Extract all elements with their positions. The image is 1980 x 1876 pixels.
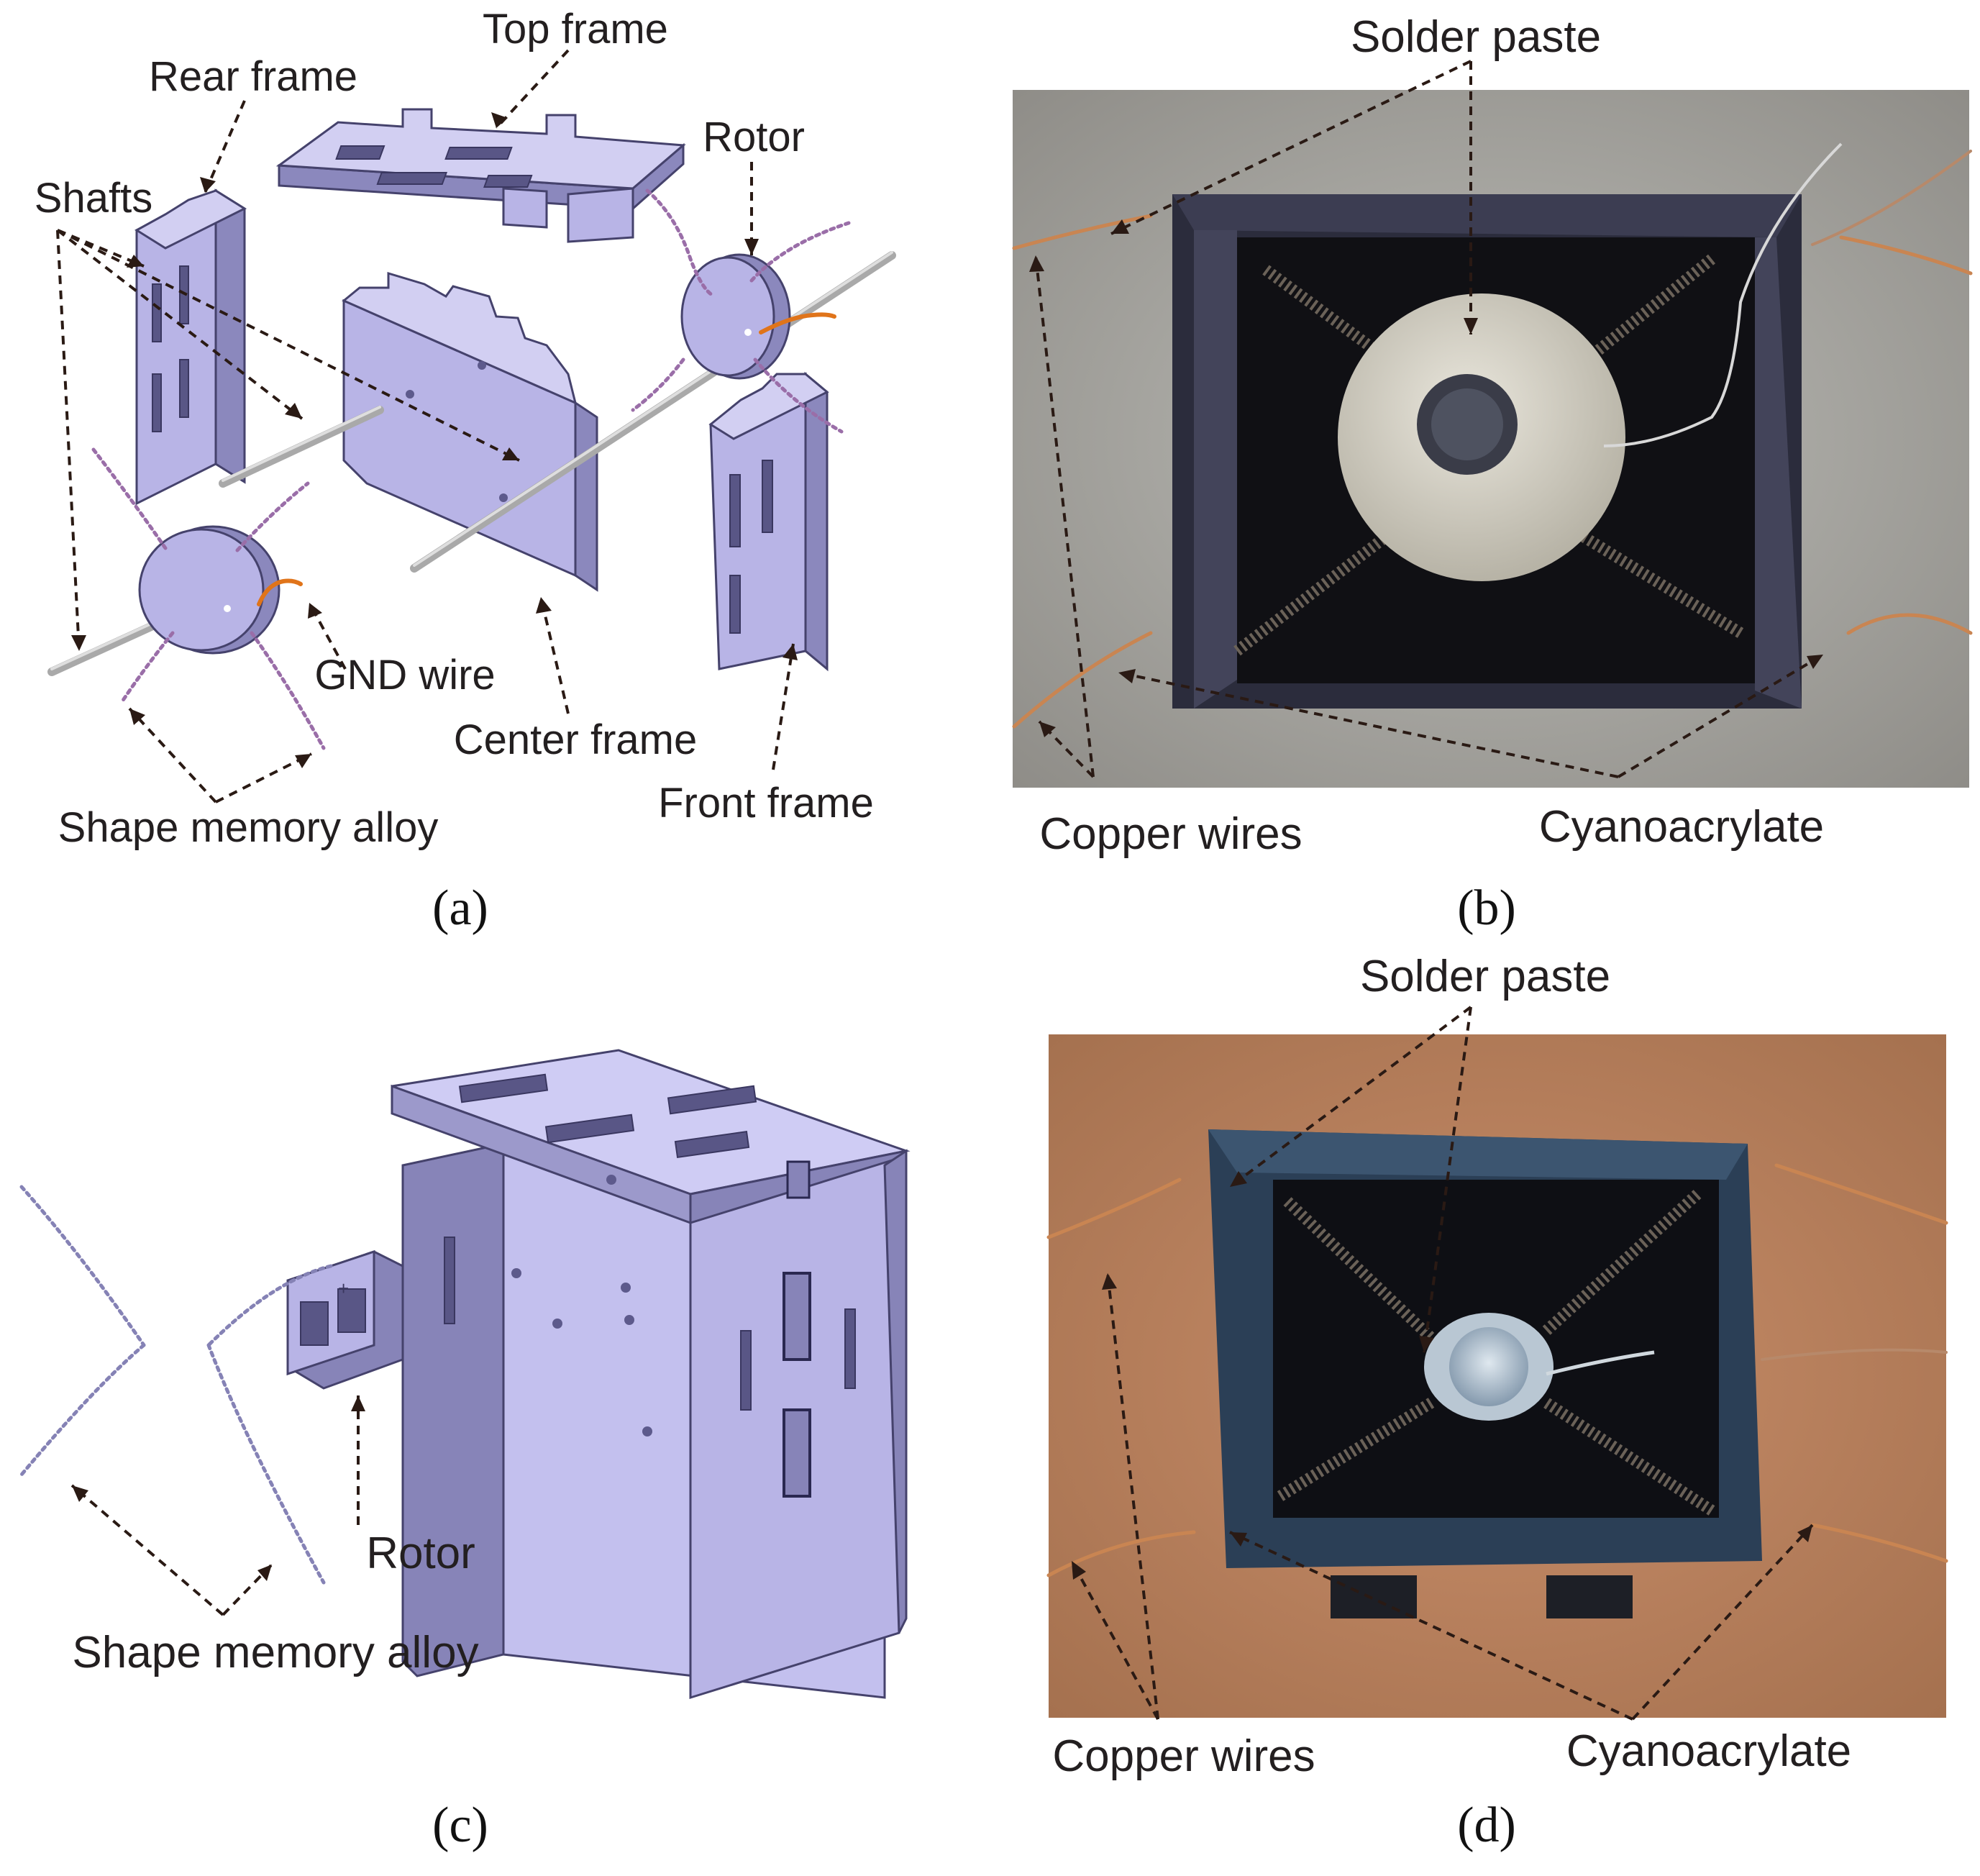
arrows-a: [56, 49, 798, 803]
arrow-sma-a-right: [215, 752, 312, 803]
top-frame-part: [275, 108, 686, 243]
caption-d: (d): [1457, 1798, 1516, 1853]
label-cyanoacrylate-d: Cyanoacrylate: [1566, 1726, 1851, 1776]
arrow-center-frame: [539, 596, 570, 714]
label-solder-paste-d: Solder paste: [1360, 952, 1610, 1001]
rotor-a-lower: [138, 525, 303, 655]
label-center-frame: Center frame: [454, 716, 697, 763]
rotor-photo-b: [1338, 142, 1843, 581]
caption-a: (a): [432, 880, 488, 936]
panel-d: Solder paste Copper wires Cyanoacrylate …: [1046, 952, 1948, 1853]
panel-a: Top frame Rear frame Rotor Shafts GND wi…: [35, 6, 896, 936]
arrow-rear-frame: [204, 100, 246, 193]
arrow-top-frame: [495, 49, 570, 129]
arrows-c: [70, 1395, 365, 1616]
label-copper-wires-b: Copper wires: [1039, 809, 1302, 859]
panel-b: Solder paste Copper wires Cyanoacrylate …: [1012, 12, 1973, 936]
arrows-d: [1070, 1006, 1814, 1721]
center-frame-part: [342, 271, 598, 592]
label-solder-paste-b: Solder paste: [1351, 12, 1601, 62]
label-top-frame: Top frame: [483, 6, 668, 53]
panel-c: + Rotor Shape memory alloy (c): [19, 1049, 911, 1853]
front-frame-part: [708, 371, 829, 672]
label-cyanoacrylate-b: Cyanoacrylate: [1539, 802, 1824, 852]
arrows-b: [1029, 60, 1825, 778]
rear-frame-part: [134, 188, 247, 506]
caption-b: (b): [1457, 880, 1516, 936]
shafts: [47, 251, 896, 676]
caption-c: (c): [432, 1798, 488, 1853]
label-sma-a: Shape memory alloy: [58, 804, 439, 851]
label-front-frame: Front frame: [658, 780, 874, 827]
rotor-c-mark: +: [338, 1278, 349, 1299]
label-rotor-a: Rotor: [703, 114, 805, 160]
label-gnd-wire: GND wire: [314, 652, 495, 698]
label-rotor-c: Rotor: [366, 1529, 475, 1578]
label-shafts: Shafts: [35, 175, 152, 222]
arrow-sma-a-left: [128, 707, 217, 803]
sma-springs-a: [91, 188, 851, 750]
label-copper-wires-d: Copper wires: [1052, 1731, 1315, 1781]
label-rear-frame: Rear frame: [149, 53, 357, 100]
sma-springs-c: [19, 1185, 333, 1585]
assembled-frame-c: [391, 1049, 911, 1700]
rotor-c: +: [286, 1249, 404, 1390]
arrow-front-frame: [772, 643, 795, 770]
label-sma-c: Shape memory alloy: [72, 1628, 478, 1677]
rotor-photo-d: [1424, 1313, 1655, 1421]
